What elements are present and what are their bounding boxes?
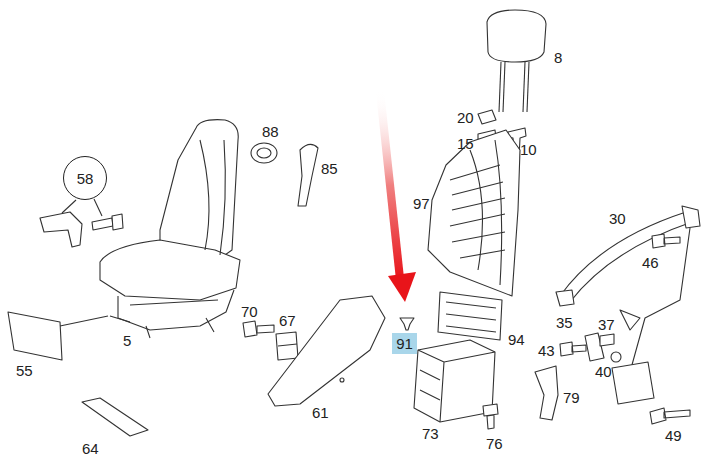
callout-number: 88 [262, 124, 279, 139]
callout-number: 40 [595, 364, 612, 379]
callout-number: 35 [556, 315, 573, 330]
highlighted-callout: 91 [392, 333, 417, 354]
callout-number: 55 [16, 363, 33, 378]
callout-number: 76 [486, 436, 503, 451]
callout-number: 58 [77, 171, 94, 186]
callout-number: 64 [82, 441, 99, 456]
callout-number: 37 [598, 317, 615, 332]
callout-number: 97 [413, 196, 430, 211]
callout-number: 8 [554, 50, 562, 65]
callout-number: 15 [457, 136, 474, 151]
callout-circle: 58 [63, 156, 107, 200]
callout-number: 79 [563, 390, 580, 405]
callout-number: 67 [279, 313, 296, 328]
callout-number: 20 [457, 110, 474, 125]
callout-number: 30 [609, 211, 626, 226]
callout-number: 91 [396, 336, 413, 351]
callout-number: 94 [508, 332, 525, 347]
callout-number: 10 [520, 142, 537, 157]
callout-number: 5 [123, 333, 131, 348]
callout-number: 43 [538, 343, 555, 358]
callout-number: 85 [321, 161, 338, 176]
callout-number: 49 [665, 428, 682, 443]
callout-number: 46 [642, 255, 659, 270]
callout-number: 73 [422, 426, 439, 441]
callout-number: 61 [312, 405, 329, 420]
callout-number: 70 [241, 304, 258, 319]
